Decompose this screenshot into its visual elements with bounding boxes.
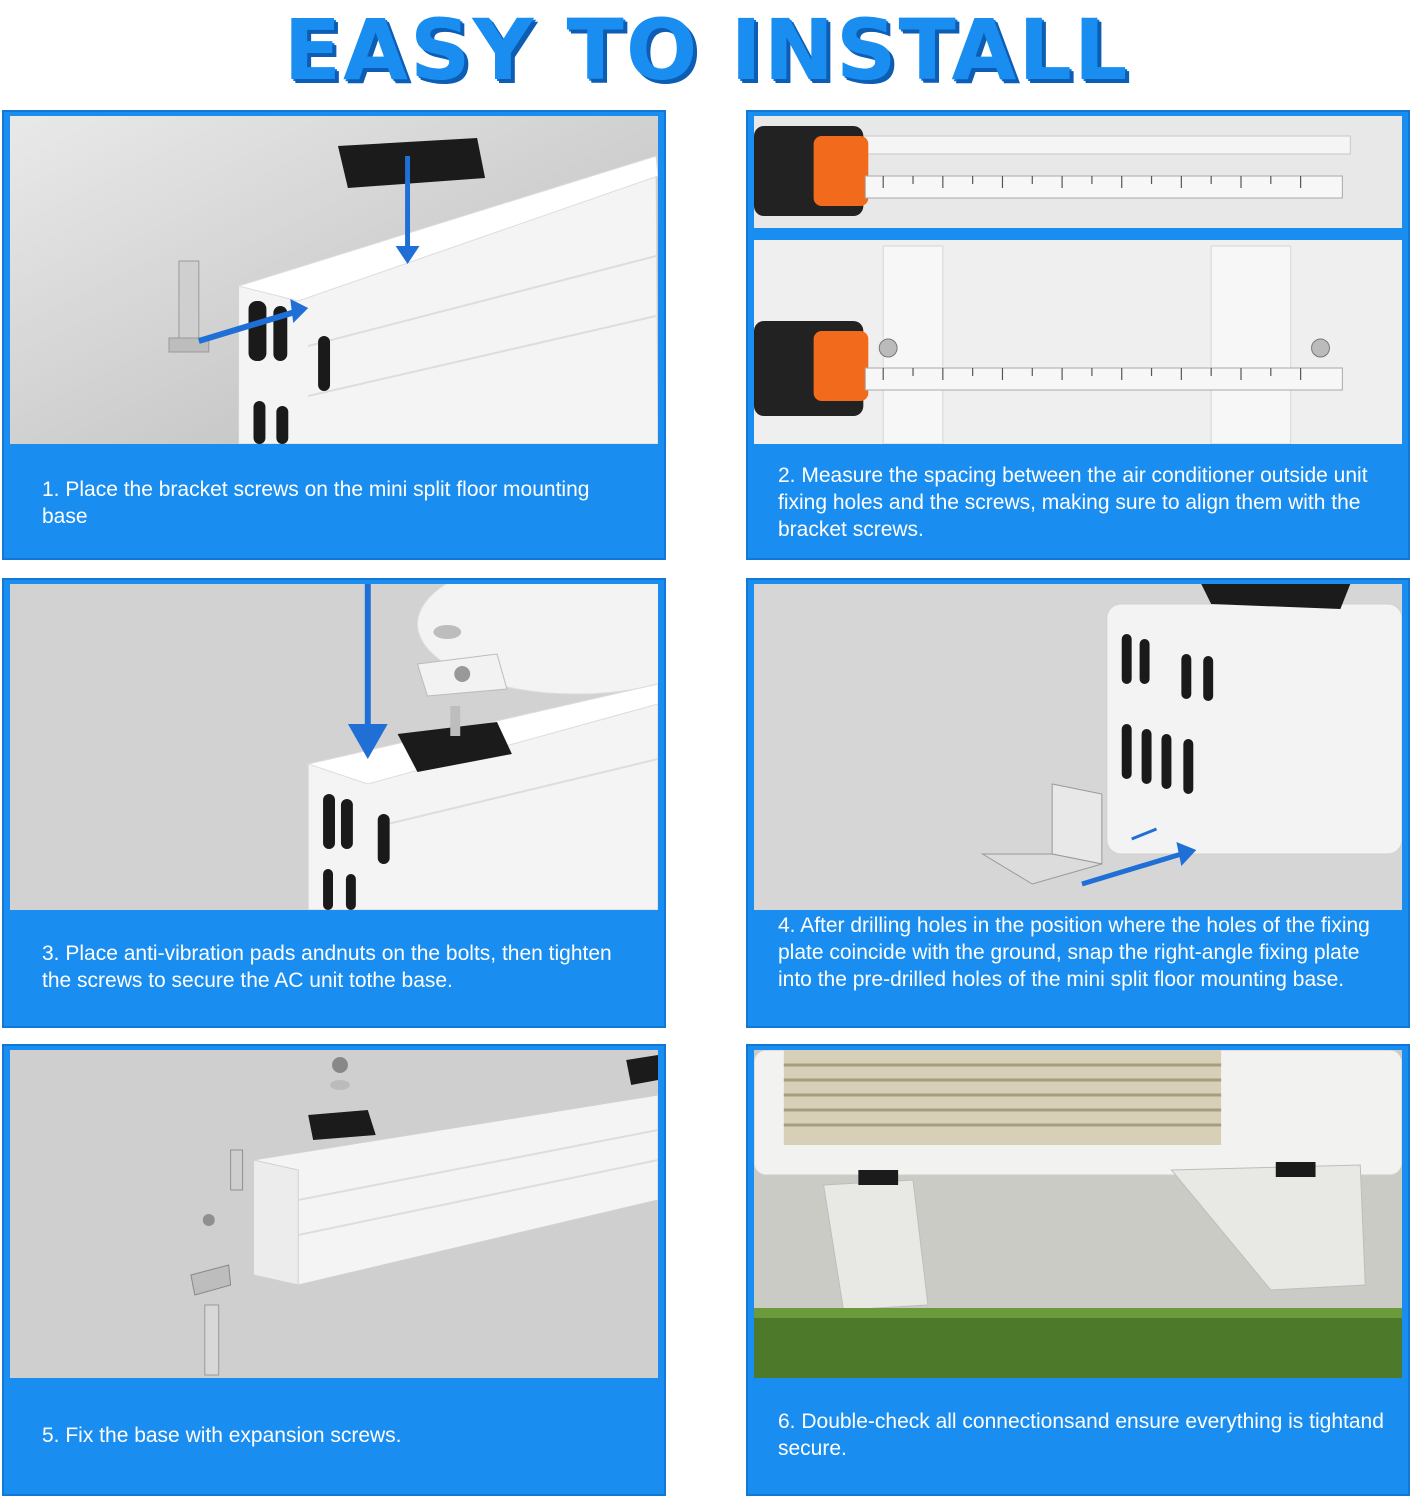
step-6-illustration bbox=[754, 1050, 1402, 1378]
step-6-caption: 6. Double-check all connectionsand ensur… bbox=[778, 1410, 1384, 1460]
step-card-5: 5. Fix the base with expansion screws. bbox=[2, 1044, 666, 1496]
step-card-3: 3. Place anti-vibration pads andnuts on … bbox=[2, 578, 666, 1028]
step-2-caption: 2. Measure the spacing between the air c… bbox=[778, 464, 1368, 541]
step-5-caption: 5. Fix the base with expansion screws. bbox=[42, 1424, 402, 1447]
step-2-illustration bbox=[754, 116, 1402, 444]
step-card-4: 4. After drilling holes in the position … bbox=[746, 578, 1410, 1028]
step-3-caption: 3. Place anti-vibration pads andnuts on … bbox=[42, 942, 612, 992]
anti-vibration-pad-icon bbox=[308, 1110, 376, 1140]
step-5-illustration bbox=[10, 1050, 658, 1378]
anti-vibration-pad-icon bbox=[1201, 584, 1351, 609]
step-card-2: 2. Measure the spacing between the air c… bbox=[746, 110, 1410, 560]
page-title: EASY TO INSTALL bbox=[283, 1, 1130, 99]
step-1-caption: 1. Place the bracket screws on the mini … bbox=[42, 478, 590, 528]
anti-vibration-pad-icon bbox=[397, 722, 512, 772]
step-4-illustration bbox=[754, 584, 1402, 910]
step-3-illustration bbox=[10, 584, 658, 910]
step-4-caption: 4. After drilling holes in the position … bbox=[778, 914, 1370, 991]
step-card-1: 1. Place the bracket screws on the mini … bbox=[2, 110, 666, 560]
step-card-6: 6. Double-check all connectionsand ensur… bbox=[746, 1044, 1410, 1496]
step-1-illustration bbox=[10, 116, 658, 444]
anti-vibration-pad-icon bbox=[337, 138, 486, 188]
